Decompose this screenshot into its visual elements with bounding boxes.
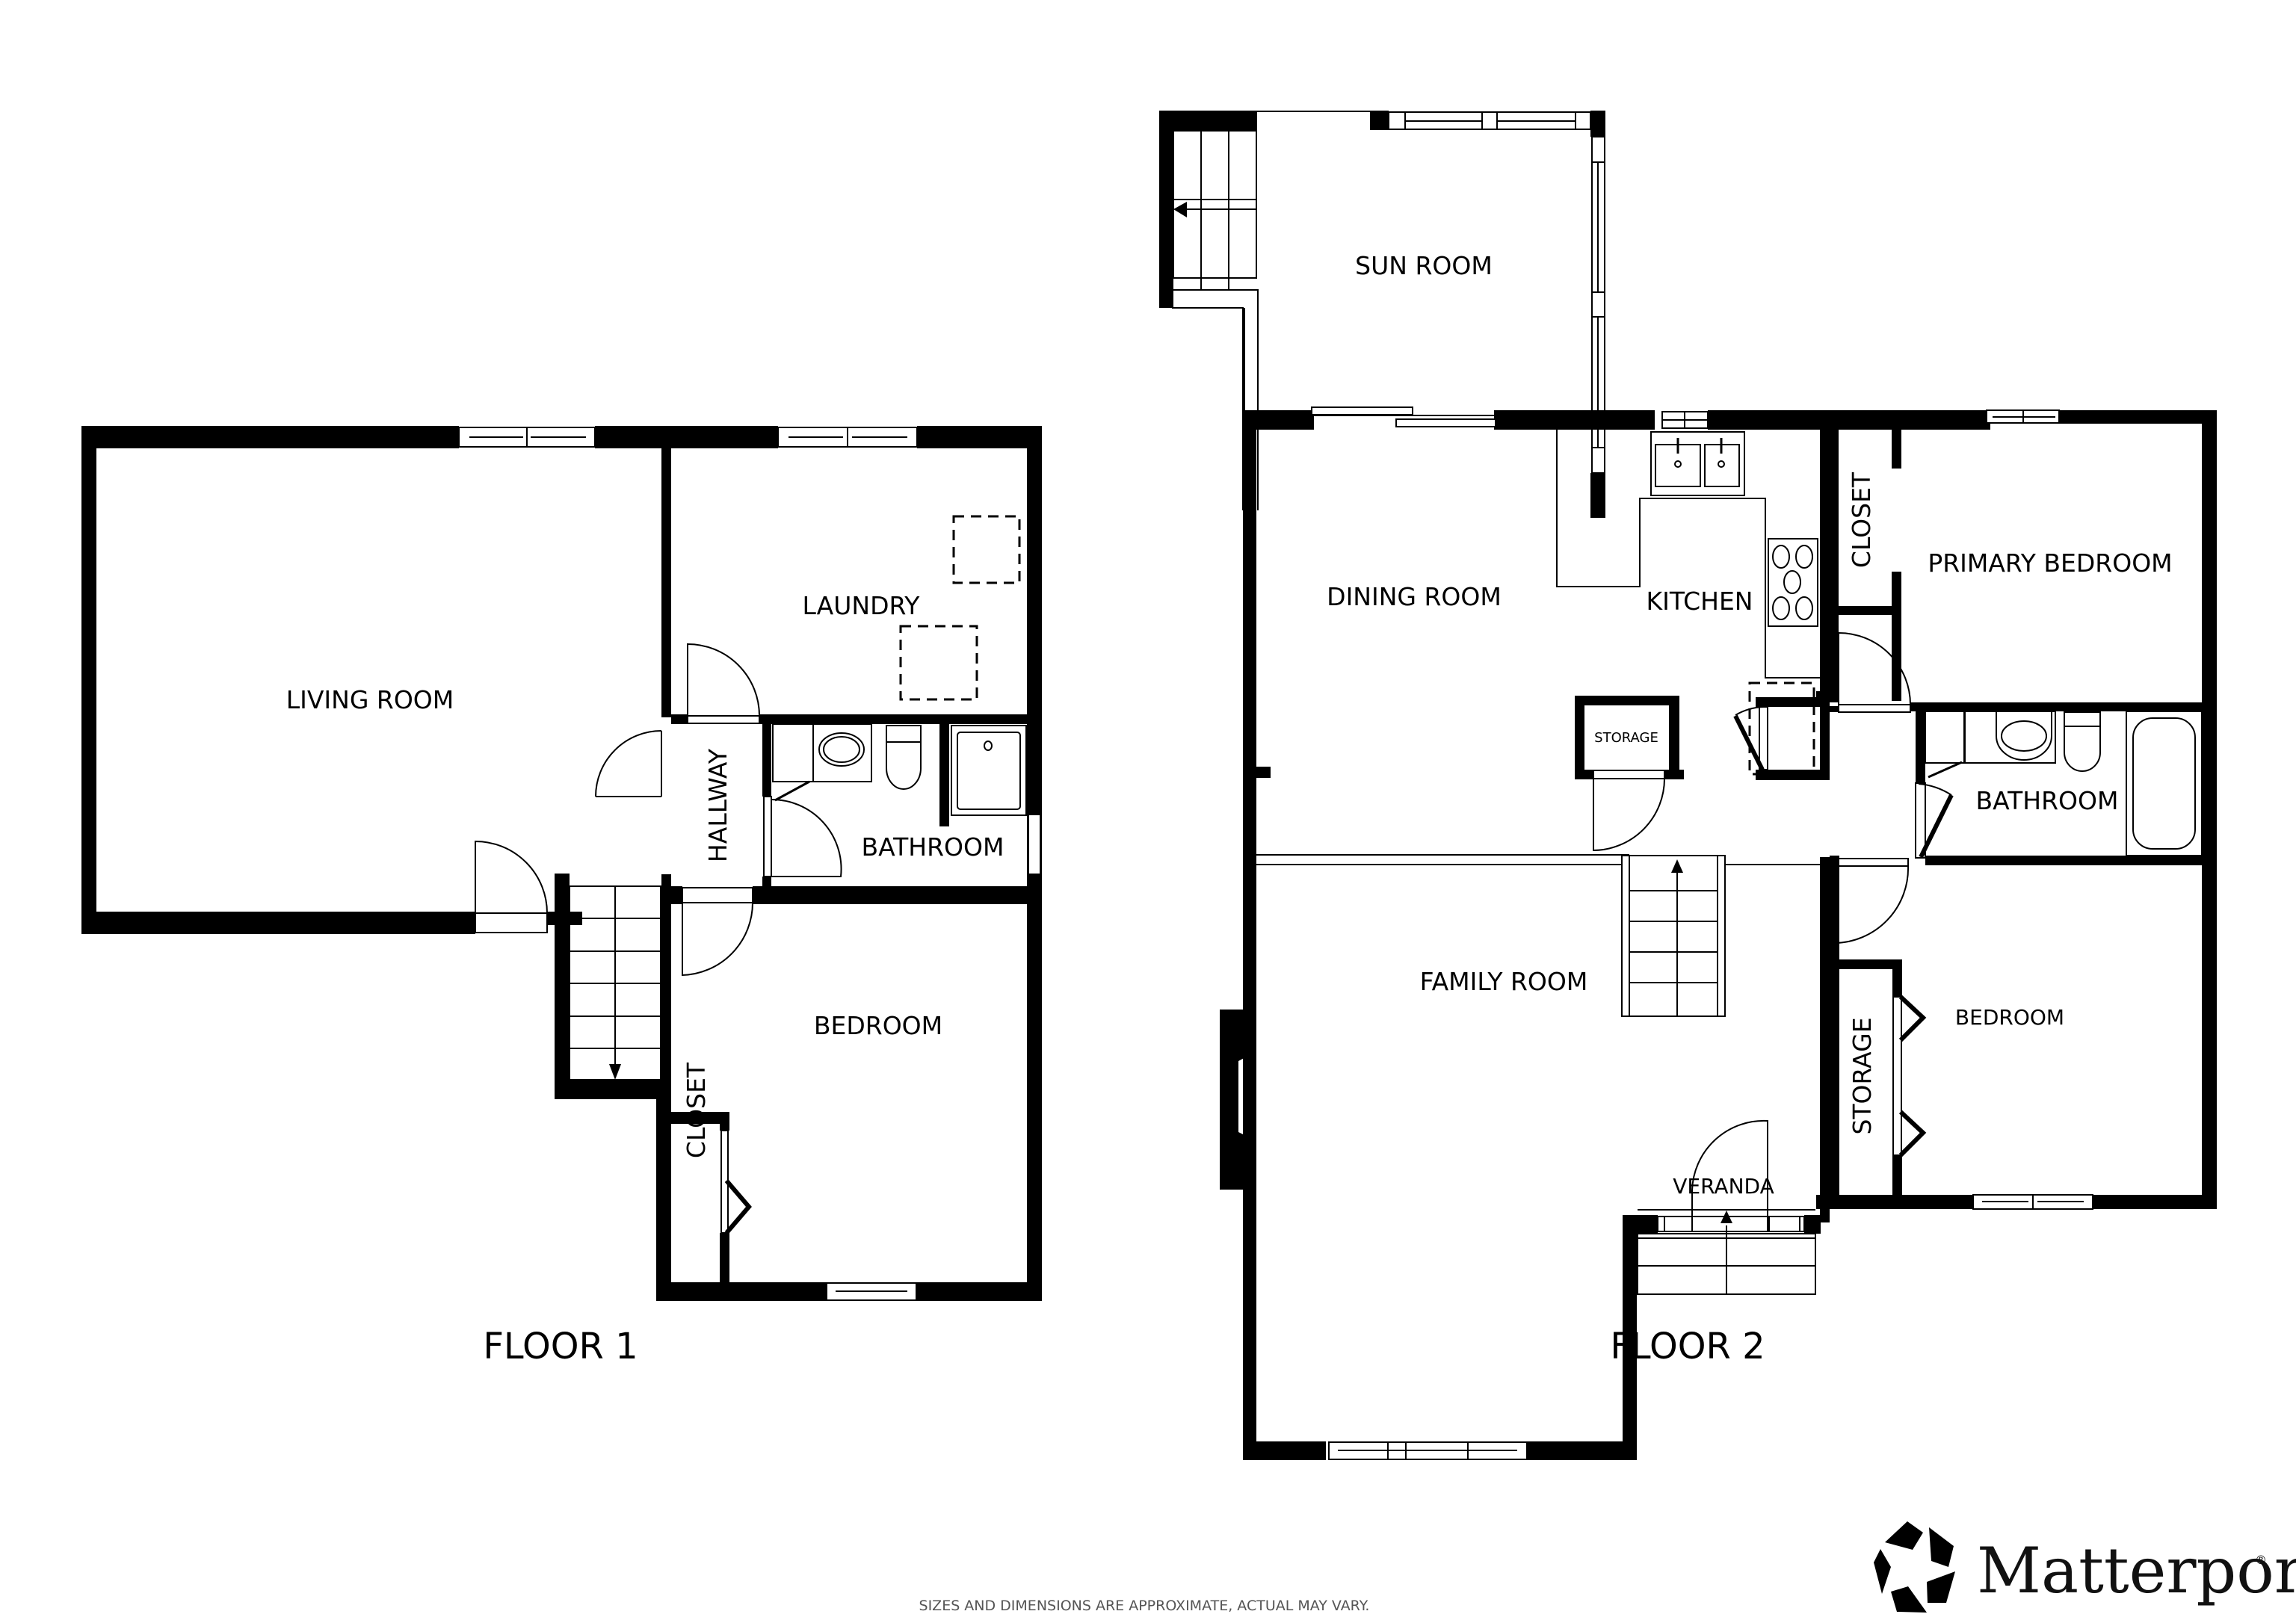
registered-mark: ® xyxy=(2255,1553,2267,1567)
vanity-sink xyxy=(812,723,872,782)
room-label-sun-room: SUN ROOM xyxy=(1355,251,1493,280)
door xyxy=(595,730,662,797)
vanity-sink xyxy=(1964,711,2056,764)
floor-label-1: FLOOR 1 xyxy=(483,1326,638,1367)
bathtub xyxy=(2126,711,2203,856)
room-label-hallway: HALLWAY xyxy=(703,748,732,862)
arrow-up-icon xyxy=(1671,859,1683,873)
window xyxy=(777,427,918,448)
dryer-outline xyxy=(952,515,1021,584)
stairs-down xyxy=(1173,130,1257,289)
door xyxy=(1915,782,1954,859)
arrow-left-icon xyxy=(1173,202,1187,217)
bifold-door xyxy=(1898,995,1927,1042)
fridge-outline xyxy=(1748,681,1815,776)
veranda-steps xyxy=(1637,1209,1816,1295)
room-label-closet-f2: CLOSET xyxy=(1847,472,1876,568)
window xyxy=(458,427,596,448)
door xyxy=(475,840,548,933)
brand-name: Matterport xyxy=(1977,1534,2296,1607)
window xyxy=(826,1282,917,1301)
floor-label-2: FLOOR 2 xyxy=(1610,1326,1765,1367)
room-label-living-room: LIVING ROOM xyxy=(286,685,454,714)
veranda-door xyxy=(1657,1119,1805,1232)
window xyxy=(1388,111,1591,130)
arrow-down-icon xyxy=(609,1064,621,1080)
stairs-down xyxy=(569,885,661,1081)
arrow-up-icon xyxy=(1721,1211,1732,1223)
door xyxy=(1593,770,1665,852)
window xyxy=(1972,1194,2093,1210)
floor-2-plan: SUN ROOM DINING ROOM KITCHEN STORAGE CLO… xyxy=(1159,111,2217,1460)
fireplace xyxy=(1220,1010,1256,1190)
toilet xyxy=(2064,711,2101,772)
floor-1-plan: LIVING ROOM LAUNDRY HALLWAY BATHROOM BED… xyxy=(81,426,1042,1301)
bifold-door xyxy=(1898,1110,1927,1157)
door xyxy=(687,643,760,724)
room-label-storage: STORAGE xyxy=(1848,1017,1877,1134)
kitchen-sink xyxy=(1650,431,1745,496)
matterport-star-icon xyxy=(1874,1521,1955,1613)
toilet xyxy=(886,725,922,790)
door xyxy=(682,887,753,977)
room-label-laundry: LAUNDRY xyxy=(803,591,921,620)
room-label-veranda: VERANDA xyxy=(1673,1174,1774,1199)
bifold-door xyxy=(724,1179,752,1234)
room-label-family-room: FAMILY ROOM xyxy=(1420,967,1588,996)
room-label-closet-f1: CLOSET xyxy=(682,1062,711,1158)
room-label-bathroom-f1: BATHROOM xyxy=(862,832,1004,862)
shower xyxy=(951,725,1027,816)
door xyxy=(1834,858,1910,945)
washer-outline xyxy=(899,625,978,701)
room-label-dining-room: DINING ROOM xyxy=(1327,582,1502,611)
room-label-primary-bedroom: PRIMARY BEDROOM xyxy=(1928,548,2172,578)
room-label-kitchen: KITCHEN xyxy=(1647,587,1753,616)
room-label-bedroom-f1: BEDROOM xyxy=(814,1011,942,1040)
door xyxy=(763,796,842,877)
stove xyxy=(1768,538,1818,627)
room-label-bathroom-f2: BATHROOM xyxy=(1976,786,2119,815)
window xyxy=(1328,1441,1528,1460)
sliding-door xyxy=(1311,406,1496,427)
window xyxy=(1986,409,2060,424)
room-label-bedroom-f2: BEDROOM xyxy=(1955,1005,2064,1030)
window xyxy=(1661,411,1709,429)
stairs-up xyxy=(1621,855,1726,1017)
matterport-logo: Matterport ® xyxy=(1874,1521,2296,1613)
disclaimer-text: SIZES AND DIMENSIONS ARE APPROXIMATE, AC… xyxy=(919,1598,1370,1614)
room-label-storage-small: STORAGE xyxy=(1594,730,1658,746)
